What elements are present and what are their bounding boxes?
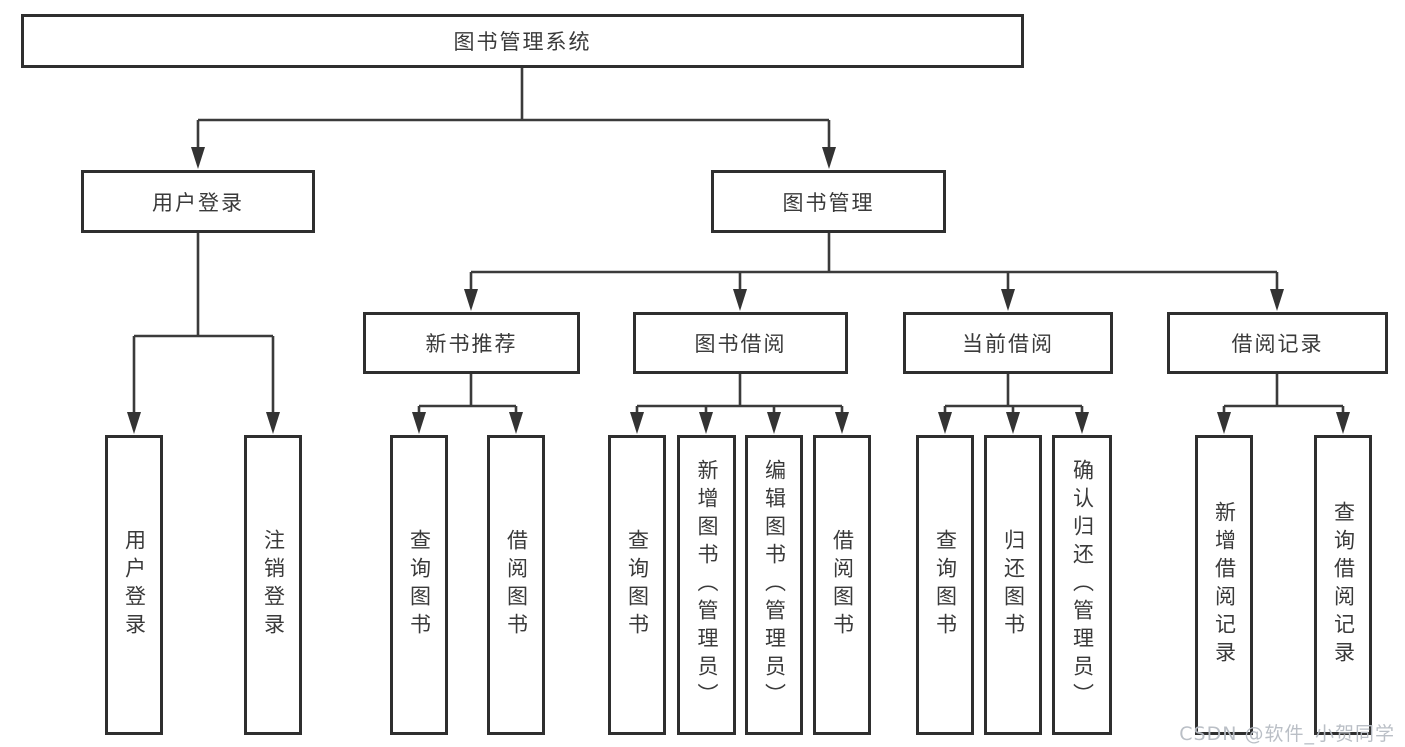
leaf-edit-books-admin: 编辑图书（管理员）: [745, 435, 803, 735]
node-label: 借阅记录: [1231, 332, 1324, 356]
node-new-book-recommendation: 新书推荐: [363, 312, 580, 374]
node-user-login-branch: 用户登录: [81, 170, 315, 233]
node-label: 图书管理: [782, 190, 875, 215]
leaf-label: 借阅图书: [504, 529, 529, 641]
leaf-return-books: 归还图书: [984, 435, 1042, 735]
node-label: 当前借阅: [962, 332, 1054, 356]
leaf-label: 新增借阅记录: [1212, 501, 1237, 669]
leaf-label: 用户登录: [122, 529, 147, 641]
leaf-label: 查询图书: [625, 529, 650, 641]
node-library-management-system: 图书管理系统: [21, 14, 1024, 68]
leaf-query-books-3: 查询图书: [916, 435, 974, 735]
leaf-add-borrow-record: 新增借阅记录: [1195, 435, 1253, 735]
leaf-label: 编辑图书（管理员）: [762, 459, 787, 711]
leaf-label: 注销登录: [261, 529, 286, 641]
node-borrowing-record: 借阅记录: [1167, 312, 1388, 374]
leaf-label: 归还图书: [1001, 529, 1026, 641]
node-label: 图书借阅: [694, 332, 787, 356]
leaf-add-books-admin: 新增图书（管理员）: [677, 435, 736, 735]
leaf-borrow-books-2: 借阅图书: [813, 435, 871, 735]
leaf-query-books-1: 查询图书: [390, 435, 448, 735]
leaf-confirm-return-admin: 确认归还（管理员）: [1052, 435, 1112, 735]
node-label: 新书推荐: [425, 332, 518, 356]
leaf-label: 查询借阅记录: [1331, 501, 1356, 669]
node-current-borrowing: 当前借阅: [903, 312, 1113, 374]
node-book-borrowing: 图书借阅: [633, 312, 848, 374]
csdn-watermark: CSDN @软件_小贺同学: [1179, 723, 1395, 745]
leaf-logout: 注销登录: [244, 435, 302, 735]
leaf-query-books-2: 查询图书: [608, 435, 666, 735]
leaf-label: 新增图书（管理员）: [695, 459, 720, 711]
leaf-user-login: 用户登录: [105, 435, 163, 735]
leaf-label: 确认归还（管理员）: [1070, 459, 1095, 711]
node-label: 图书管理系统: [453, 30, 592, 54]
leaf-borrow-books-1: 借阅图书: [487, 435, 545, 735]
leaf-label: 查询图书: [407, 529, 432, 641]
node-label: 用户登录: [152, 190, 244, 215]
leaf-query-borrow-record: 查询借阅记录: [1314, 435, 1372, 735]
leaf-label: 借阅图书: [830, 529, 855, 641]
node-book-management-branch: 图书管理: [711, 170, 946, 233]
leaf-label: 查询图书: [933, 529, 958, 641]
